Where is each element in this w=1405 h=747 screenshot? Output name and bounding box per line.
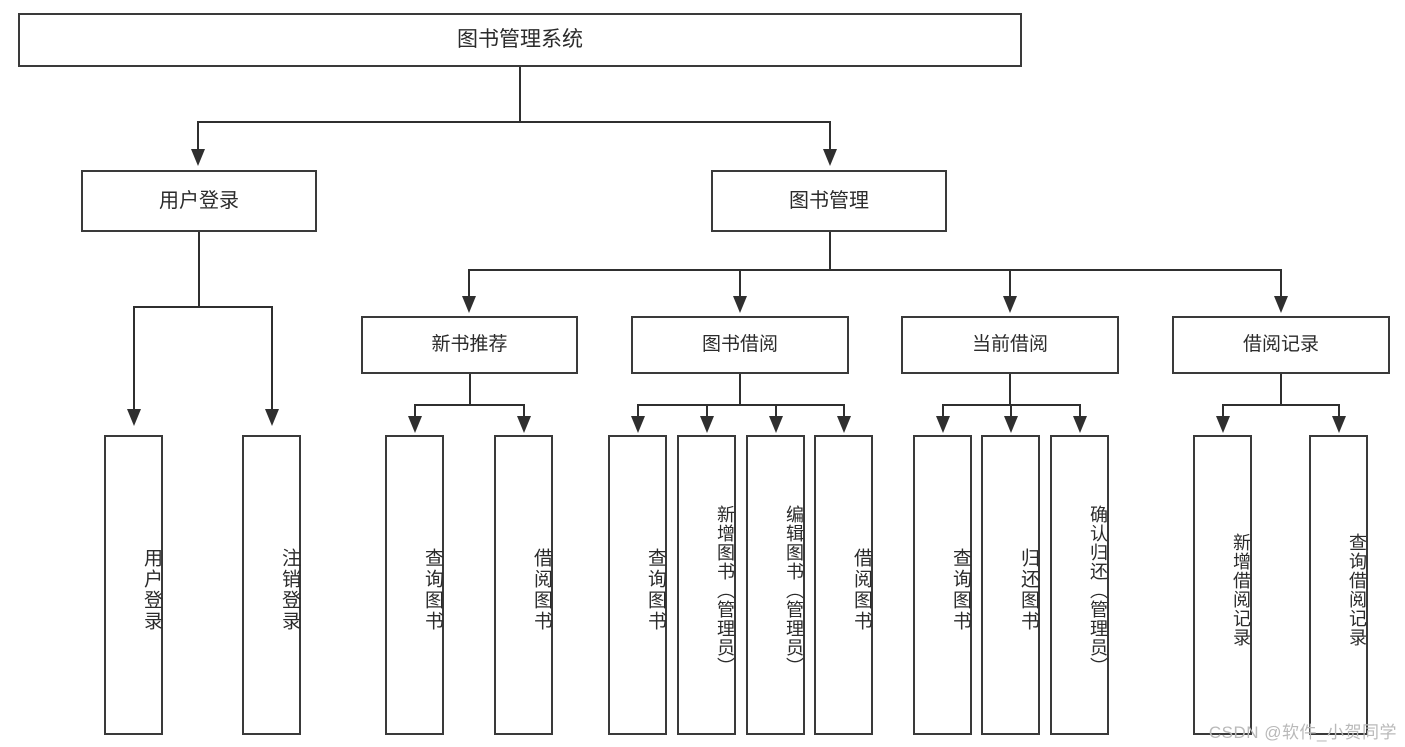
leaf-edit-book-admin[interactable]: 编辑图书（管理员） (746, 435, 805, 735)
connector-currentborrow-to-leaf-2 (1010, 404, 1012, 416)
node-borrow-record[interactable]: 借阅记录 (1172, 316, 1390, 374)
connector-bookborrow-to-leaf-1 (637, 404, 639, 416)
node-label: 新增借阅记录 (1231, 533, 1251, 647)
connector-root-bus (197, 121, 831, 123)
node-book-borrow[interactable]: 图书借阅 (631, 316, 849, 374)
arrow-down-icon (837, 416, 851, 433)
arrow-down-icon (631, 416, 645, 433)
node-label: 查询图书 (950, 548, 971, 632)
node-label: 查询图书 (645, 548, 666, 632)
connector-manage-to-borrow-record (1280, 269, 1282, 296)
connector-manage-stem (829, 232, 831, 270)
connector-borrowrecord-stem (1280, 374, 1282, 405)
arrow-down-icon (769, 416, 783, 433)
leaf-confirm-return-admin[interactable]: 确认归还（管理员） (1050, 435, 1109, 735)
node-current-borrow[interactable]: 当前借阅 (901, 316, 1119, 374)
leaf-add-book-admin[interactable]: 新增图书（管理员） (677, 435, 736, 735)
connector-login-stem (198, 232, 200, 308)
node-label: 当前借阅 (971, 334, 1048, 356)
node-label: 图书借阅 (701, 334, 778, 356)
connector-borrowrecord-to-leaf-2 (1338, 404, 1340, 416)
arrow-down-icon (1004, 416, 1018, 433)
connector-login-to-leaf-2 (271, 306, 273, 409)
arrow-down-icon (127, 409, 141, 426)
arrow-down-icon (1073, 416, 1087, 433)
node-user-login[interactable]: 用户登录 (81, 170, 317, 232)
arrow-down-icon (823, 149, 837, 166)
leaf-return-book[interactable]: 归还图书 (981, 435, 1040, 735)
leaf-query-book-newbook[interactable]: 查询图书 (385, 435, 444, 735)
connector-currentborrow-to-leaf-3 (1079, 404, 1081, 416)
leaf-query-book-current[interactable]: 查询图书 (913, 435, 972, 735)
connector-root-to-login (197, 121, 199, 149)
arrow-down-icon (462, 296, 476, 313)
leaf-borrow-book[interactable]: 借阅图书 (814, 435, 873, 735)
arrow-down-icon (408, 416, 422, 433)
connector-borrowrecord-bus (1222, 404, 1339, 406)
node-label: 借阅图书 (531, 548, 552, 632)
node-label: 新书推荐 (431, 334, 508, 356)
leaf-user-login[interactable]: 用户登录 (104, 435, 163, 735)
connector-newbook-bus (414, 404, 524, 406)
node-label: 借阅图书 (851, 548, 872, 632)
connector-currentborrow-stem (1009, 374, 1011, 405)
connector-newbook-stem (469, 374, 471, 405)
arrow-down-icon (936, 416, 950, 433)
connector-bookborrow-to-leaf-4 (843, 404, 845, 416)
leaf-add-borrow-record[interactable]: 新增借阅记录 (1193, 435, 1252, 735)
arrow-down-icon (1216, 416, 1230, 433)
node-label: 新增图书（管理员） (715, 504, 735, 676)
arrow-down-icon (1332, 416, 1346, 433)
node-label: 借阅记录 (1242, 334, 1319, 356)
arrow-down-icon (517, 416, 531, 433)
leaf-logout[interactable]: 注销登录 (242, 435, 301, 735)
connector-manage-to-new-book (468, 269, 470, 296)
connector-bookborrow-to-leaf-3 (775, 404, 777, 416)
connector-bookborrow-stem (739, 374, 741, 405)
arrow-down-icon (700, 416, 714, 433)
node-label: 确认归还（管理员） (1088, 504, 1108, 676)
leaf-borrow-book-newbook[interactable]: 借阅图书 (494, 435, 553, 735)
arrow-down-icon (265, 409, 279, 426)
arrow-down-icon (1003, 296, 1017, 313)
connector-currentborrow-to-leaf-1 (942, 404, 944, 416)
arrow-down-icon (191, 149, 205, 166)
node-book-management[interactable]: 图书管理 (711, 170, 947, 232)
connector-newbook-to-leaf-2 (523, 404, 525, 416)
node-root-system[interactable]: 图书管理系统 (18, 13, 1022, 67)
arrow-down-icon (733, 296, 747, 313)
connector-root-stem (519, 67, 521, 121)
connector-manage-bus (468, 269, 1281, 271)
connector-bookborrow-to-leaf-2 (706, 404, 708, 416)
connector-login-to-leaf-1 (133, 306, 135, 409)
connector-bookborrow-bus (637, 404, 845, 406)
node-label: 用户登录 (159, 189, 239, 212)
node-label: 图书管理 (789, 189, 869, 212)
node-new-book-recommend[interactable]: 新书推荐 (361, 316, 578, 374)
connector-borrowrecord-to-leaf-1 (1222, 404, 1224, 416)
leaf-query-book-borrow[interactable]: 查询图书 (608, 435, 667, 735)
connector-manage-to-book-borrow (739, 269, 741, 296)
connector-root-to-manage (829, 121, 831, 149)
connector-newbook-to-leaf-1 (414, 404, 416, 416)
node-label: 注销登录 (279, 548, 300, 632)
node-label: 归还图书 (1018, 548, 1039, 632)
node-label: 图书管理系统 (457, 27, 583, 51)
arrow-down-icon (1274, 296, 1288, 313)
node-label: 查询借阅记录 (1347, 533, 1367, 647)
connector-manage-to-current-borrow (1009, 269, 1011, 296)
node-label: 查询图书 (422, 548, 443, 632)
leaf-query-borrow-record[interactable]: 查询借阅记录 (1309, 435, 1368, 735)
node-label: 用户登录 (141, 548, 162, 632)
connector-login-bus (133, 306, 273, 308)
node-label: 编辑图书（管理员） (784, 504, 804, 676)
